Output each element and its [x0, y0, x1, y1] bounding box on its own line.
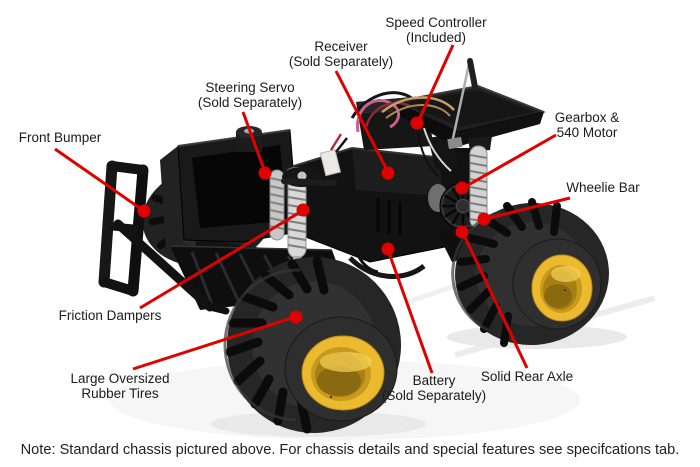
label-large-tires: Large Oversized Rubber Tires — [70, 371, 170, 401]
label-solid-rear-axle: Solid Rear Axle — [480, 369, 574, 384]
callout-line-front-bumper — [54, 147, 145, 213]
callout-dot-wheelie-bar — [477, 212, 491, 226]
callout-dot-battery — [381, 242, 395, 256]
label-front-bumper: Front Bumper — [18, 130, 102, 145]
cab-box — [160, 126, 299, 248]
callout-line-solid-rear-axle — [461, 232, 529, 369]
callout-dot-solid-rear-axle — [455, 225, 469, 239]
callout-dot-receiver — [381, 166, 395, 180]
rear-tire — [451, 198, 609, 347]
antenna — [447, 58, 478, 150]
callout-dot-steering-servo — [258, 166, 272, 180]
callout-dot-friction-dampers — [296, 203, 310, 217]
label-wheelie-bar: Wheelie Bar — [566, 180, 640, 195]
callout-line-receiver — [334, 70, 390, 173]
wiring — [319, 91, 455, 178]
callout-line-large-tires — [132, 315, 296, 371]
callout-line-gearbox — [462, 133, 557, 190]
label-steering-servo: Steering Servo (Sold Separately) — [197, 80, 303, 110]
rear-wheel-rim — [531, 254, 593, 322]
front-bumper-part — [98, 160, 230, 315]
callout-line-friction-dampers — [139, 209, 303, 310]
label-speed-controller: Speed Controller (Included) — [385, 15, 487, 45]
label-battery: Battery (Sold Separately) — [381, 373, 487, 403]
callout-dot-gearbox — [455, 181, 469, 195]
label-friction-dampers: Friction Dampers — [58, 308, 162, 323]
note-text: Note: Standard chassis pictured above. F… — [20, 442, 680, 458]
callout-line-wheelie-bar — [484, 196, 571, 221]
callout-line-battery — [386, 249, 434, 374]
callout-dot-front-bumper — [137, 204, 151, 218]
callout-dot-large-tires — [289, 310, 303, 324]
label-gearbox: Gearbox & 540 Motor — [554, 110, 620, 140]
callout-dot-speed-controller — [410, 116, 424, 130]
callout-line-speed-controller — [416, 44, 455, 123]
label-receiver: Receiver (Sold Separately) — [288, 39, 394, 69]
front-wheel-rim — [301, 335, 385, 411]
front-tire — [223, 256, 402, 434]
chassis-body — [293, 146, 451, 279]
callout-line-steering-servo — [241, 111, 267, 173]
